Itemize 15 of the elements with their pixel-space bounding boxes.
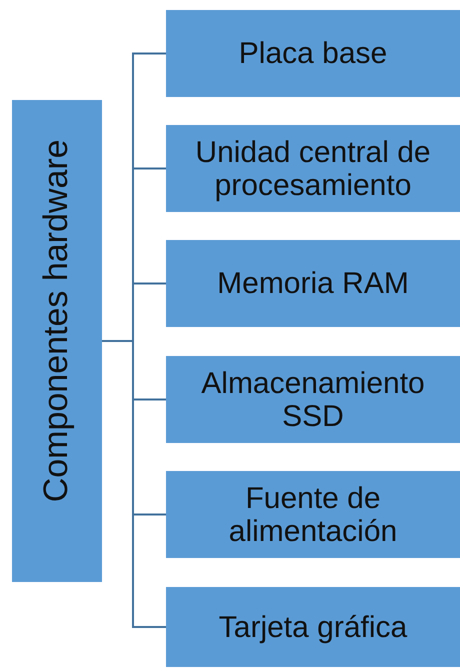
category-box	[12, 100, 102, 582]
category-label: Componentes hardware	[39, 138, 75, 504]
component-label: Almacenamiento SSD	[200, 366, 426, 432]
component-box	[166, 240, 460, 327]
component-box	[166, 587, 460, 667]
component-label: Memoria RAM	[216, 267, 410, 300]
connector-line	[102, 340, 166, 628]
component-box	[166, 356, 460, 443]
component-label: Unidad central de procesamiento	[194, 136, 432, 202]
component-label: Fuente de alimentación	[228, 482, 398, 548]
component-box	[166, 471, 460, 558]
component-box	[166, 10, 460, 97]
component-label: Tarjeta gráfica	[218, 610, 408, 644]
component-box	[166, 125, 460, 212]
component-label: Placa base	[238, 37, 388, 70]
